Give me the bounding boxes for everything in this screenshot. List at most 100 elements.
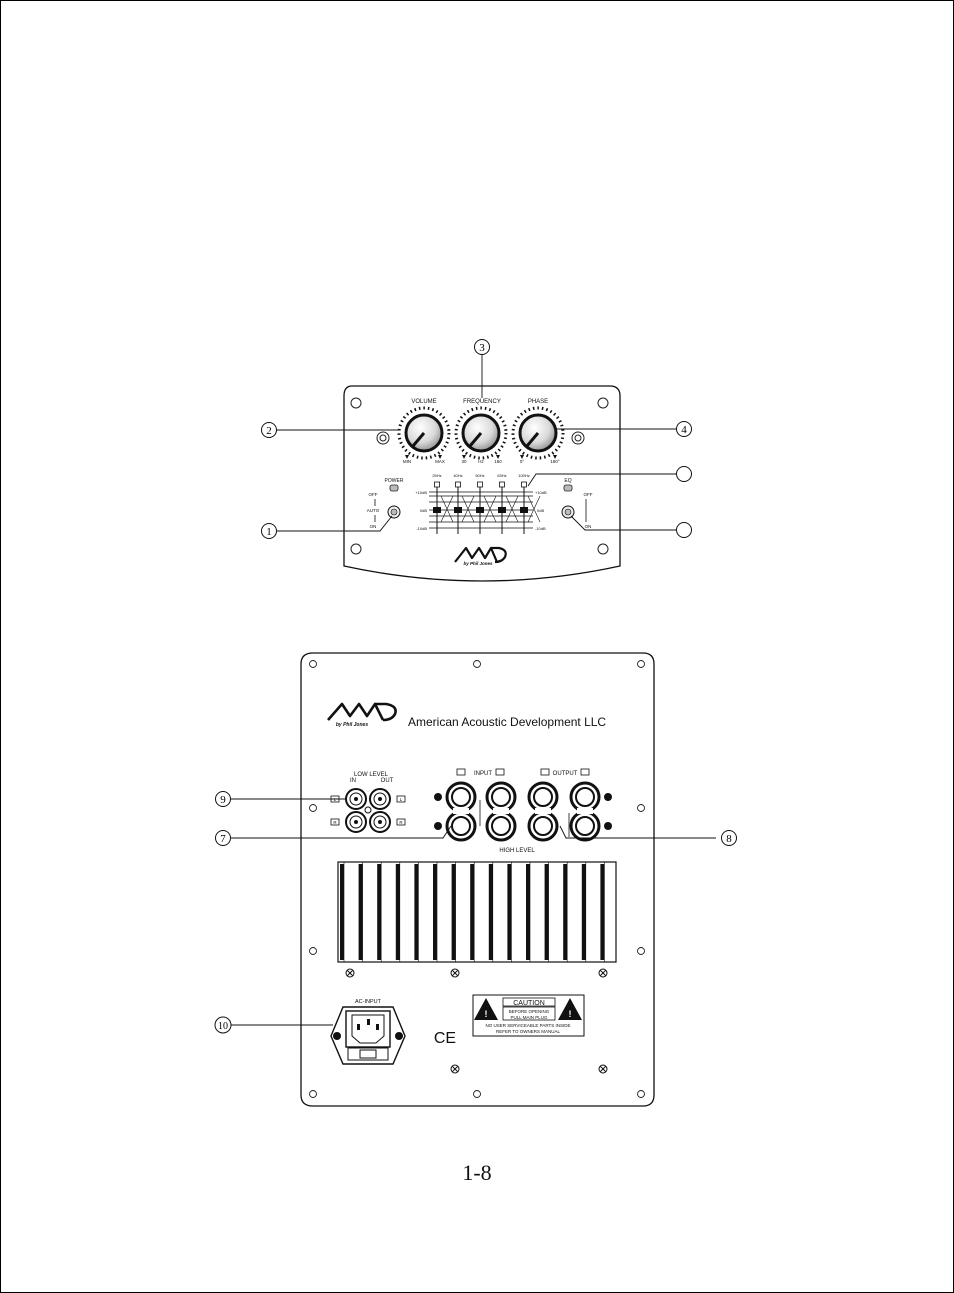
- svg-text:2: 2: [266, 425, 272, 437]
- eq-switch[interactable]: [561, 505, 575, 519]
- power-on-label: ON: [370, 524, 377, 529]
- power-off-label: OFF: [369, 492, 378, 497]
- eq-band-labels: 25Hz 40Hz 50Hz 63Hz 100Hz: [432, 473, 529, 478]
- company-name: American Acoustic Development LLC: [408, 715, 606, 729]
- heatsink: [337, 861, 617, 963]
- page-number: 1-8: [462, 1160, 492, 1185]
- rca-jacks: [345, 788, 391, 833]
- callout-3: 3: [474, 339, 490, 355]
- callout-blank: [676, 522, 692, 538]
- heatsink-fin: [507, 864, 512, 960]
- bottom-screws: [450, 1064, 608, 1074]
- eq-plus-label-right: +10dB: [535, 490, 547, 495]
- heatsink-fin: [433, 864, 437, 960]
- heatsink-fin: [600, 864, 605, 960]
- high-level-label: HIGH LEVEL: [499, 848, 535, 854]
- heatsink-fin: [377, 864, 382, 960]
- aad-logo: [454, 546, 507, 564]
- ac-input-label: AC-INPUT: [355, 999, 382, 1005]
- rca-label-r: R: [333, 820, 337, 825]
- callout-8: 8: [721, 830, 737, 846]
- svg-text:3: 3: [479, 342, 485, 354]
- rear-logo-subtitle: by Phil Jones: [336, 722, 368, 728]
- heatsink-fin: [563, 864, 568, 960]
- heatsink-fin: [340, 864, 344, 960]
- binding-post[interactable]: [527, 810, 559, 842]
- eq-band-label: 40Hz: [453, 473, 462, 478]
- eq-zero-label: 0dB: [420, 508, 427, 513]
- rca-label-l: L: [334, 797, 337, 802]
- rca-in-left-jack[interactable]: [345, 788, 367, 810]
- ac-input-socket[interactable]: [330, 1006, 406, 1065]
- eq-slider[interactable]: [476, 481, 497, 534]
- frequency-label: FREQUENCY: [463, 399, 501, 405]
- front-callouts: [276, 355, 677, 532]
- frequency-low-label: 30: [461, 459, 467, 464]
- svg-text:10: 10: [218, 1021, 228, 1032]
- binding-post[interactable]: [445, 810, 477, 842]
- warning-triangle-icon: [474, 998, 498, 1020]
- frequency-unit-label: Hz: [478, 459, 484, 464]
- heatsink-fin: [470, 864, 475, 960]
- volume-min-label: MIN: [403, 459, 411, 464]
- callout-4: 4: [676, 421, 692, 437]
- rca-out-left-jack[interactable]: [369, 788, 391, 810]
- heatsink-fin: [526, 864, 530, 960]
- binding-posts: [445, 781, 601, 842]
- jack-icon: [571, 431, 585, 445]
- binding-post[interactable]: [569, 781, 601, 813]
- eq-slider[interactable]: [454, 481, 475, 534]
- phase-knob[interactable]: [518, 413, 558, 453]
- eq-plus-label: +10dB: [415, 490, 427, 495]
- caution-line1: BEFORE OPENING: [509, 1009, 550, 1014]
- svg-text:7: 7: [220, 833, 226, 845]
- binding-post[interactable]: [445, 781, 477, 813]
- low-level-out-label: OUT: [381, 778, 394, 784]
- eq-on-label: ON: [585, 524, 592, 529]
- phase-high-label: 180°: [550, 459, 560, 464]
- binding-post[interactable]: [527, 781, 559, 813]
- caution-line4: REFER TO OWNERS MANUAL: [496, 1029, 561, 1034]
- volume-max-label: MAX: [435, 459, 445, 464]
- front-panel: VOLUME FREQUENCY PHASE MIN MAX: [343, 385, 621, 582]
- binding-post[interactable]: [569, 810, 601, 842]
- binding-post[interactable]: [485, 781, 517, 813]
- binding-post-polarity-dots: [434, 793, 612, 830]
- rca-label-l: L: [400, 797, 403, 802]
- power-switch[interactable]: [387, 505, 401, 519]
- panel-screw-icon: [350, 397, 609, 555]
- rear-callouts: [231, 798, 716, 1026]
- low-level-in-label: IN: [350, 778, 356, 784]
- eq-minus-label-right: -10dB: [535, 526, 546, 531]
- callout-9: 9: [215, 791, 231, 807]
- low-level-label: LOW LEVEL: [354, 772, 389, 778]
- eq-slider[interactable]: [433, 481, 454, 534]
- heatsink-screws: [345, 968, 608, 978]
- frequency-knob[interactable]: [461, 413, 501, 453]
- callout-7: 7: [215, 830, 231, 846]
- volume-knob[interactable]: [404, 413, 444, 453]
- heatsink-fin: [488, 864, 493, 960]
- heatsink-fin: [581, 864, 586, 960]
- eq-label: EQ: [564, 478, 571, 484]
- heatsink-fin: [544, 864, 549, 960]
- power-auto-label: AUTO: [367, 508, 380, 513]
- rear-panel: by Phil Jones American Acoustic Developm…: [300, 652, 655, 1107]
- eq-slider[interactable]: [498, 481, 519, 534]
- heatsink-fin: [358, 864, 363, 960]
- binding-post[interactable]: [485, 810, 517, 842]
- svg-text:9: 9: [220, 794, 226, 806]
- warning-triangle-icon: [558, 998, 582, 1020]
- caution-line2: PULL MAIN PLUG: [510, 1015, 548, 1020]
- eq-minus-label: -10dB: [416, 526, 427, 531]
- eq-band-label: 50Hz: [475, 473, 484, 478]
- svg-text:8: 8: [726, 833, 732, 845]
- eq-slider[interactable]: [520, 481, 541, 534]
- rear-screw-holes: [309, 660, 645, 1098]
- svg-text:!: !: [569, 1009, 572, 1019]
- input-label: INPUT: [474, 771, 492, 777]
- svg-text:!: !: [485, 1009, 488, 1019]
- rca-out-right-jack[interactable]: [369, 811, 391, 833]
- rca-in-right-jack[interactable]: [345, 811, 367, 833]
- callout-2: 2: [261, 422, 277, 438]
